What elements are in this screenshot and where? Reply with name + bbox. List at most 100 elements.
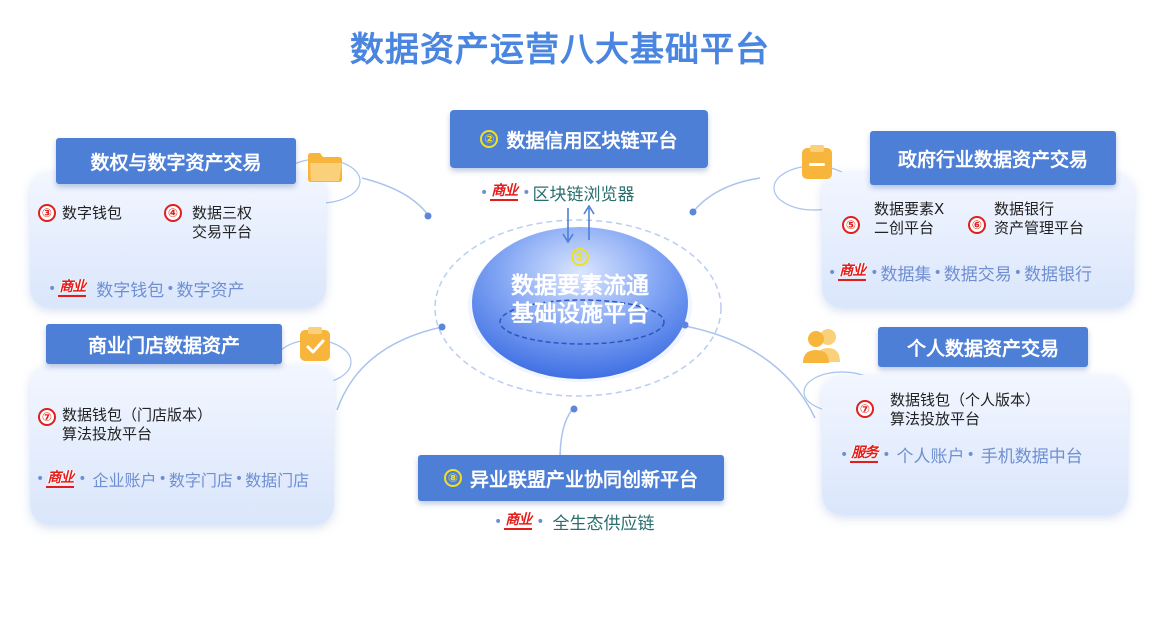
item-number: ⑦ xyxy=(856,400,874,418)
tag-data-exchange: 数据交易 xyxy=(943,265,1012,285)
store-assets-header[interactable]: 商业门店数据资产 xyxy=(46,324,282,364)
item-label-line1: 数据钱包（个人版本） xyxy=(890,391,1041,409)
bullet: • xyxy=(48,280,57,297)
connector-dot xyxy=(424,212,432,220)
center-platform[interactable]: ① 数据要素流通 基础设施平台 xyxy=(474,248,686,328)
bullet: • xyxy=(933,264,942,281)
item-label-line2: 资产管理平台 xyxy=(994,219,1085,237)
center-number: ① xyxy=(571,248,589,266)
digital-rights-tagline: • 商业 数字钱包 • 数字资产 xyxy=(46,276,245,302)
alliance-tagline: • 商业 • 全生态供应链 xyxy=(492,509,655,535)
item-label-line1: 数据要素X xyxy=(874,200,945,218)
bullet: • xyxy=(36,471,45,487)
arrow-down-head xyxy=(562,233,574,244)
connector-right-top xyxy=(692,177,761,213)
item-personal-wallet[interactable]: ⑦ 数据钱包（个人版本） 算法投放平台 xyxy=(856,391,1040,429)
panel-personal-assets xyxy=(822,375,1128,515)
center-title-line1: 数据要素流通 xyxy=(511,273,649,299)
bullet: • xyxy=(828,264,837,281)
bullet: • xyxy=(522,184,531,201)
item-label-line2: 算法投放平台 xyxy=(62,425,153,443)
bullet: • xyxy=(158,471,167,487)
digital-rights-header[interactable]: 数权与数字资产交易 xyxy=(56,138,296,184)
commercial-stamp: 商业 xyxy=(504,512,533,530)
bullet: • xyxy=(966,446,975,463)
government-tagline: • 商业 • 数据集 • 数据交易 • 数据银行 xyxy=(826,260,1093,286)
item-data-bank[interactable]: ⑥ 数据银行 资产管理平台 xyxy=(968,200,1084,238)
alliance-platform-header[interactable]: ⑧ 异业联盟产业协同创新平台 xyxy=(418,455,724,501)
bullet: • xyxy=(882,446,891,463)
tag-digital-store: 数字门店 xyxy=(168,471,233,490)
panel-digital-rights xyxy=(30,172,326,308)
outer-dashed-ring xyxy=(434,219,722,397)
item-label-line1: 数据三权 xyxy=(192,204,253,222)
government-header[interactable]: 政府行业数据资产交易 xyxy=(870,131,1116,185)
tag-digital-wallet: 数字钱包 xyxy=(96,281,165,301)
blockchain-tagline: • 商业 • 区块链浏览器 xyxy=(478,180,635,206)
connector-dot xyxy=(681,321,689,329)
blockchain-explorer-label: 区块链浏览器 xyxy=(532,185,635,205)
item-label-line1: 数据钱包（门店版本） xyxy=(62,406,213,424)
connector-bottom xyxy=(559,409,573,461)
commercial-stamp: 商业 xyxy=(838,263,867,281)
inner-dashed-ring xyxy=(499,299,665,345)
item-number: ④ xyxy=(164,204,182,222)
bullet: • xyxy=(870,264,879,281)
bullet: • xyxy=(494,513,503,530)
bullet: • xyxy=(234,471,244,487)
bullet: • xyxy=(480,184,489,201)
item-number: ⑦ xyxy=(38,408,56,426)
item-data-element-x[interactable]: ⑤ 数据要素X 二创平台 xyxy=(842,200,944,238)
service-stamp: 服务 xyxy=(850,445,879,463)
bullet: • xyxy=(840,446,849,463)
folder-icon xyxy=(308,153,342,182)
connector-left-bottom xyxy=(336,326,443,411)
blockchain-header-label: 数据信用区块链平台 xyxy=(506,129,678,152)
item-label-line1: 数据银行 xyxy=(994,200,1055,218)
panel-store-assets xyxy=(30,365,334,525)
tag-data-store: 数据门店 xyxy=(245,471,310,490)
item-label-line2: 二创平台 xyxy=(874,219,935,237)
bullet: • xyxy=(536,513,545,530)
personal-assets-tagline: • 服务 • 个人账户 • 手机数据中台 xyxy=(838,442,1083,468)
bullet: • xyxy=(78,471,87,487)
connector-dot xyxy=(570,405,578,413)
tag-personal-account: 个人账户 xyxy=(896,447,965,467)
tag-mobile-data-hub: 手机数据中台 xyxy=(980,447,1083,467)
item-label-line2: 算法投放平台 xyxy=(890,410,981,428)
item-number: ③ xyxy=(38,204,56,222)
commercial-stamp: 商业 xyxy=(46,469,75,488)
tag-enterprise-account: 企业账户 xyxy=(92,471,157,490)
bullet: • xyxy=(166,280,175,297)
center-ellipse xyxy=(472,227,688,379)
item-number: ⑥ xyxy=(968,216,986,234)
store-assets-tagline: • 商业 • 企业账户 • 数字门店 • 数据门店 xyxy=(34,467,309,491)
item-digital-wallet[interactable]: ③ 数字钱包 xyxy=(38,204,122,223)
center-title-line2: 基础设施平台 xyxy=(511,301,649,327)
item-store-wallet[interactable]: ⑦ 数据钱包（门店版本） 算法投放平台 xyxy=(38,406,212,444)
clipboard-check-icon xyxy=(300,327,330,361)
connector-dot xyxy=(438,323,446,331)
supply-chain-label: 全生态供应链 xyxy=(552,514,655,534)
item-label: 数字钱包 xyxy=(62,204,123,222)
item-data-rights-exchange[interactable]: ④ 数据三权 交易平台 xyxy=(164,204,252,242)
personal-assets-header[interactable]: 个人数据资产交易 xyxy=(878,327,1088,367)
connector-dot xyxy=(689,208,697,216)
blockchain-platform-header[interactable]: ② 数据信用区块链平台 xyxy=(450,110,708,168)
clipboard-icon xyxy=(802,145,832,179)
commercial-stamp: 商业 xyxy=(58,279,87,297)
connector-right-bottom xyxy=(684,325,816,419)
bullet: • xyxy=(1013,264,1023,281)
alliance-header-label: 异业联盟产业协同创新平台 xyxy=(469,468,698,491)
panel-government xyxy=(822,172,1134,308)
tag-data-bank: 数据银行 xyxy=(1024,265,1093,285)
blockchain-number: ② xyxy=(480,130,499,148)
main-title: 数据资产运营八大基础平台 xyxy=(350,30,770,70)
tag-digital-asset: 数字资产 xyxy=(176,281,245,301)
people-icon xyxy=(803,329,840,363)
item-number: ⑤ xyxy=(842,216,860,234)
arrow-up-head xyxy=(583,204,595,215)
commercial-stamp: 商业 xyxy=(490,183,519,201)
